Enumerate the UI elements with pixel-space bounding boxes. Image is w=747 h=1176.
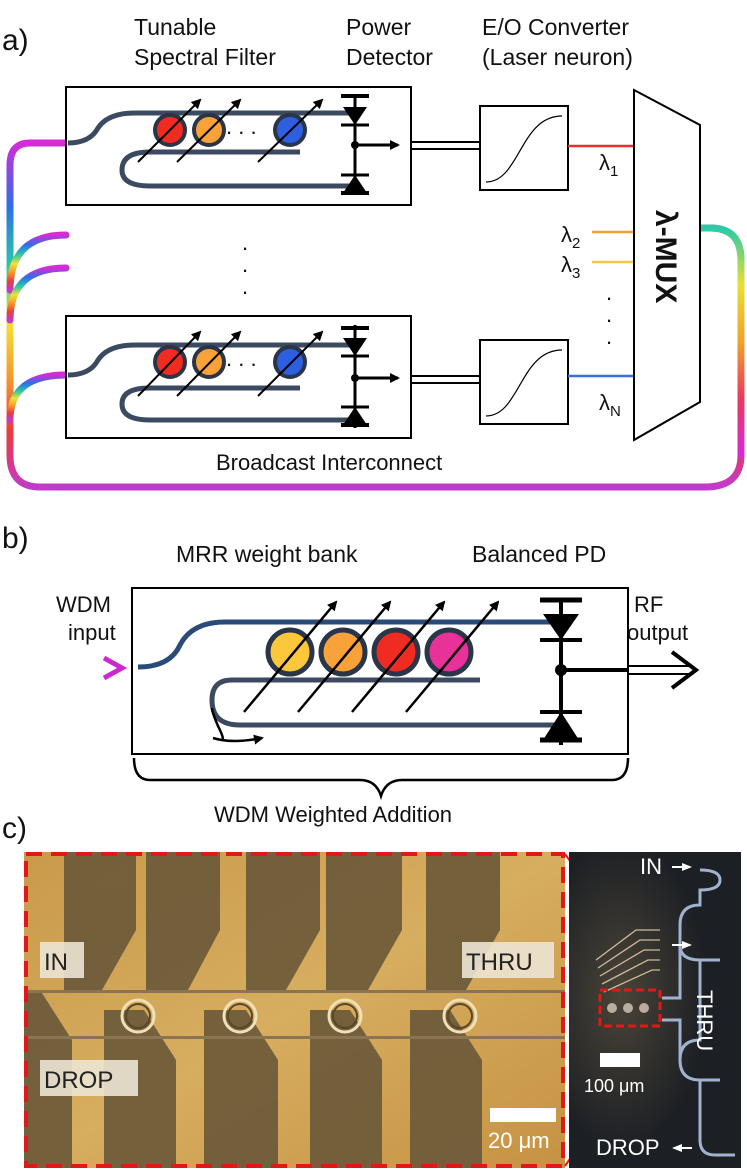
inset-drop-label: DROP [596, 1135, 660, 1160]
photodiode-bottom [341, 325, 400, 428]
inset-thru-label: THRU [692, 990, 717, 1051]
vertical-dots-left-2: . [242, 252, 248, 277]
broadcast-loop [6, 139, 745, 491]
tuning-arrows-top [137, 98, 324, 163]
filter-title-line2: Spectral Filter [134, 44, 276, 70]
rf-output-arrow [628, 650, 700, 690]
inset-zoom-region [598, 988, 662, 1028]
panel-a: a) Tunable Spectral Filter Power Detecto… [2, 14, 745, 491]
broadcast-label: Broadcast Interconnect [216, 450, 442, 475]
micrograph-inset: IN THRU 100 μm DROP [569, 852, 741, 1168]
wdm-input-arrow [56, 655, 128, 681]
panel-c: c) [2, 812, 741, 1168]
weight-tuning-arrows [243, 600, 500, 713]
weight-bank-block [131, 587, 629, 755]
scale-bar-main [490, 1108, 556, 1122]
detector-title-line2: Detector [346, 44, 433, 70]
ring-pink [424, 627, 474, 677]
ring-yellow [265, 627, 315, 677]
photodiode-top [341, 94, 400, 195]
addition-brace [132, 757, 630, 801]
filter-title-line1: Tunable [134, 14, 216, 40]
vertical-dots-right-3: . [606, 324, 612, 349]
micro-thru-label: THRU [466, 949, 533, 976]
lambda-1-label: λ1 [599, 150, 618, 180]
eo-converter-bottom [479, 339, 569, 425]
balanced-pd-title: Balanced PD [472, 541, 606, 567]
lambda-n-label: λN [599, 390, 621, 420]
ring-ellipsis-bottom: . . . [226, 346, 257, 371]
lambda-mux: λ-MUX [633, 88, 701, 442]
micro-in-label: IN [44, 949, 68, 976]
wdm-input-line1: WDM [56, 592, 111, 617]
ring-blue-bottom [273, 345, 307, 379]
mux-label: λ-MUX [649, 210, 682, 303]
panel-b-label: b) [2, 522, 29, 555]
tuning-arrows-bottom [137, 330, 324, 397]
micrograph-main: IN THRU DROP 20 μm [24, 852, 565, 1168]
filter-block-bottom: . . . [65, 315, 412, 439]
wdm-input-line2: input [68, 620, 116, 645]
vertical-dots-left-1: . [242, 230, 248, 255]
panel-a-label: a) [2, 24, 29, 57]
filter-block-top: . . . [65, 86, 412, 206]
balanced-photodiode [540, 597, 628, 745]
ring-ellipsis-top: . . . [226, 114, 257, 139]
inset-in-label: IN [640, 854, 662, 879]
eo-converter-top [479, 105, 569, 191]
scale-bar-inset-label: 100 μm [584, 1076, 644, 1096]
rf-output-line2: output [627, 620, 688, 645]
vertical-dots-left-3: . [242, 274, 248, 299]
converter-title-line1: E/O Converter [482, 14, 629, 40]
weight-bank-title: MRR weight bank [176, 541, 358, 567]
panel-b: b) MRR weight bank Balanced PD WDM input… [2, 522, 700, 827]
rf-output-line1: RF [634, 592, 663, 617]
scale-bar-main-label: 20 μm [488, 1128, 550, 1153]
ring-red [371, 627, 421, 677]
detector-title-line1: Power [346, 14, 412, 40]
vertical-dots-right-1: . [606, 280, 612, 305]
scale-bar-inset [600, 1053, 640, 1067]
vertical-dots-right-2: . [606, 302, 612, 327]
addition-label: WDM Weighted Addition [214, 802, 452, 827]
ring-orange [318, 627, 368, 677]
converter-title-line2: (Laser neuron) [482, 44, 633, 70]
panel-c-label: c) [2, 812, 27, 845]
lambda-3-label: λ3 [561, 252, 580, 282]
micro-drop-label: DROP [44, 1067, 113, 1094]
lambda-2-label: λ2 [561, 222, 580, 252]
